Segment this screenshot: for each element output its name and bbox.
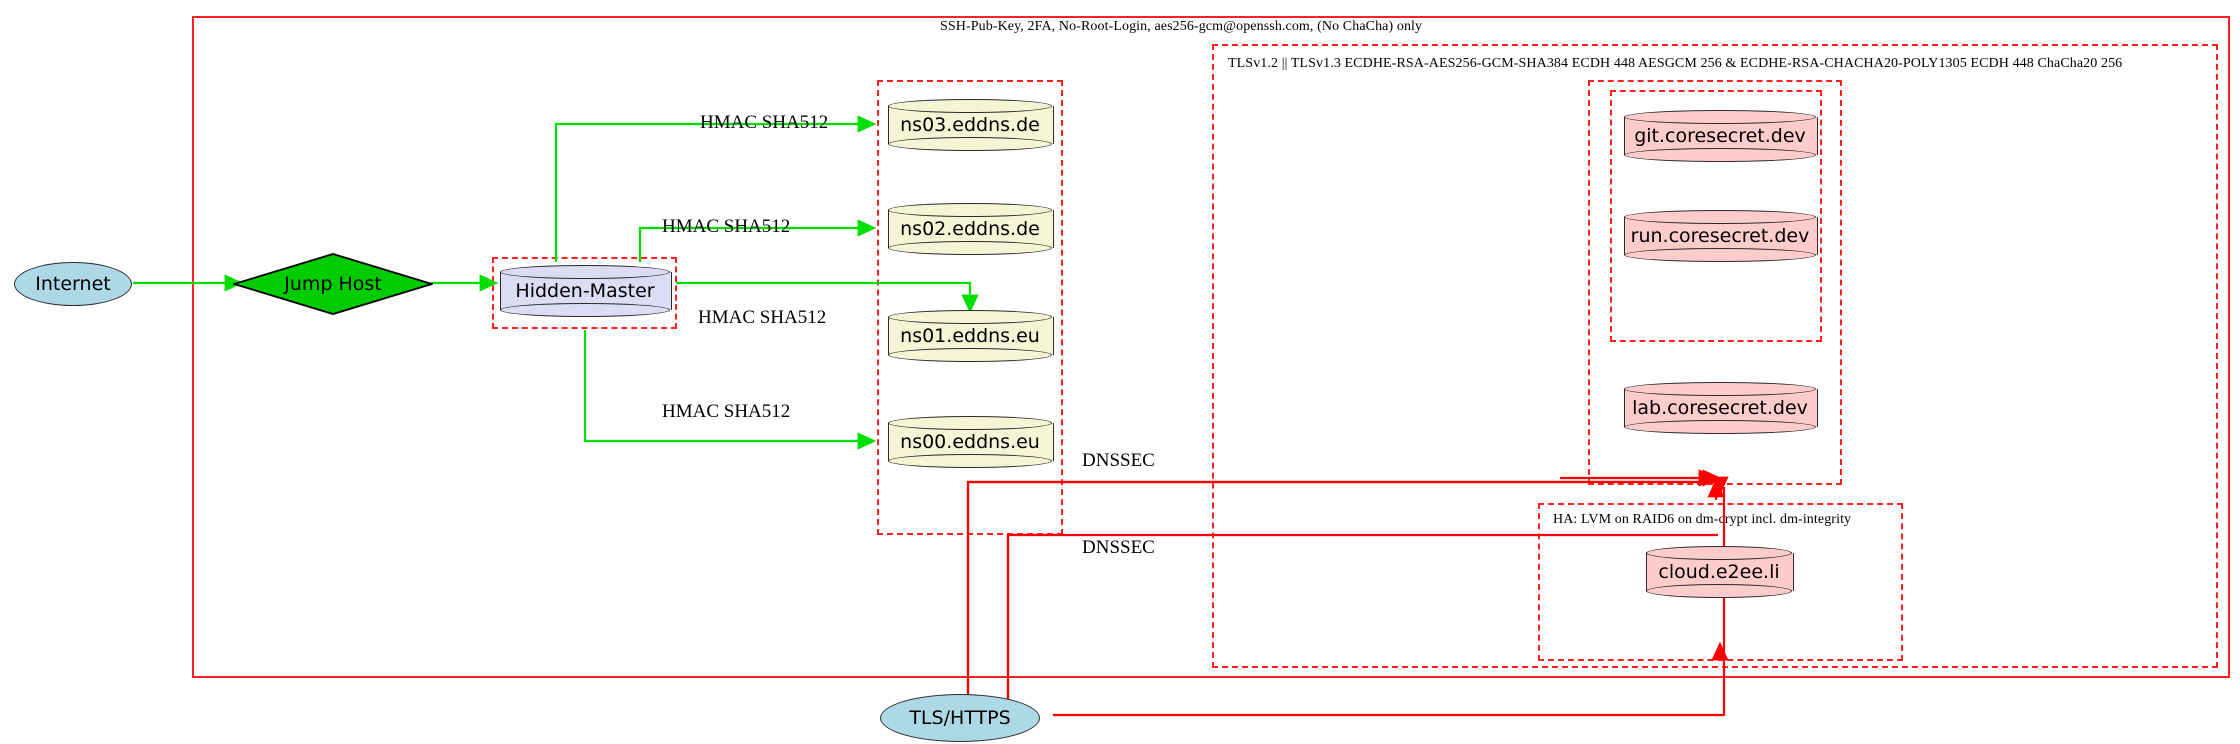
node-run-coresecret-label: run.coresecret.dev (1630, 225, 1810, 247)
ns02-cyl-bottom (888, 241, 1052, 255)
node-hidden-master-label: Hidden-Master (515, 280, 655, 302)
cluster-tls-label: TLSv1.2 || TLSv1.3 ECDHE-RSA-AES256-GCM-… (1228, 56, 2123, 71)
ns00-cyl-bottom (888, 454, 1052, 468)
node-ns02[interactable]: ns02.eddns.de (888, 203, 1054, 255)
node-lab-coresecret[interactable]: lab.coresecret.dev (1624, 382, 1818, 434)
node-jump-host[interactable]: Jump Host (233, 253, 433, 315)
node-hidden-master[interactable]: Hidden-Master (500, 265, 672, 317)
cluster-ha-label: HA: LVM on RAID6 on dm-crypt incl. dm-in… (1553, 512, 1852, 527)
ns03-cyl-bottom (888, 137, 1052, 151)
node-ns01[interactable]: ns01.eddns.eu (888, 310, 1054, 362)
node-ns03-label: ns03.eddns.de (900, 114, 1040, 136)
node-git-coresecret[interactable]: git.coresecret.dev (1624, 110, 1818, 162)
node-tls-https-label: TLS/HTTPS (909, 707, 1011, 729)
node-tls-https[interactable]: TLS/HTTPS (880, 694, 1040, 742)
node-internet[interactable]: Internet (14, 262, 132, 306)
cluster-hidden-master-boundary (492, 257, 677, 329)
edge-label-dnssec-bottom: DNSSEC (1082, 537, 1155, 558)
cluster-coresecret-inner (1610, 90, 1822, 342)
ns00-cyl-top (888, 416, 1052, 430)
node-git-coresecret-label: git.coresecret.dev (1634, 125, 1806, 147)
ns01-cyl-bottom (888, 348, 1052, 362)
cluster-ssh-boundary (192, 16, 2230, 678)
ns03-cyl-top (888, 99, 1052, 113)
edge-label-dnssec-top: DNSSEC (1082, 450, 1155, 471)
lab-cyl-top (1624, 382, 1816, 396)
node-internet-label: Internet (35, 273, 111, 295)
node-run-coresecret[interactable]: run.coresecret.dev (1624, 210, 1818, 262)
node-ns02-label: ns02.eddns.de (900, 218, 1040, 240)
edge-label-hmac-ns03: HMAC SHA512 (700, 112, 829, 133)
git-cyl-bottom (1624, 148, 1816, 162)
cluster-ssh-label: SSH-Pub-Key, 2FA, No-Root-Login, aes256-… (940, 19, 1423, 34)
node-jump-host-label: Jump Host (284, 273, 382, 295)
hidden-master-cyl-bottom (500, 303, 670, 317)
edge-label-hmac-ns00: HMAC SHA512 (662, 401, 791, 422)
cluster-dns-boundary (877, 80, 1063, 535)
cloud-cyl-top (1646, 546, 1792, 560)
node-ns01-label: ns01.eddns.eu (900, 325, 1040, 347)
lab-cyl-bottom (1624, 420, 1816, 434)
git-cyl-top (1624, 110, 1816, 124)
node-cloud-e2ee[interactable]: cloud.e2ee.li (1646, 546, 1794, 598)
hidden-master-cyl-top (500, 265, 670, 279)
node-ns00-label: ns00.eddns.eu (900, 431, 1040, 453)
edge-label-hmac-ns02: HMAC SHA512 (662, 216, 791, 237)
cloud-cyl-bottom (1646, 584, 1792, 598)
node-cloud-e2ee-label: cloud.e2ee.li (1658, 561, 1780, 583)
node-ns00[interactable]: ns00.eddns.eu (888, 416, 1054, 468)
ns02-cyl-top (888, 203, 1052, 217)
run-cyl-bottom (1624, 248, 1816, 262)
run-cyl-top (1624, 210, 1816, 224)
cluster-tls-boundary (1212, 44, 2218, 668)
node-lab-coresecret-label: lab.coresecret.dev (1632, 397, 1808, 419)
edge-label-hmac-ns01: HMAC SHA512 (698, 307, 827, 328)
node-ns03[interactable]: ns03.eddns.de (888, 99, 1054, 151)
